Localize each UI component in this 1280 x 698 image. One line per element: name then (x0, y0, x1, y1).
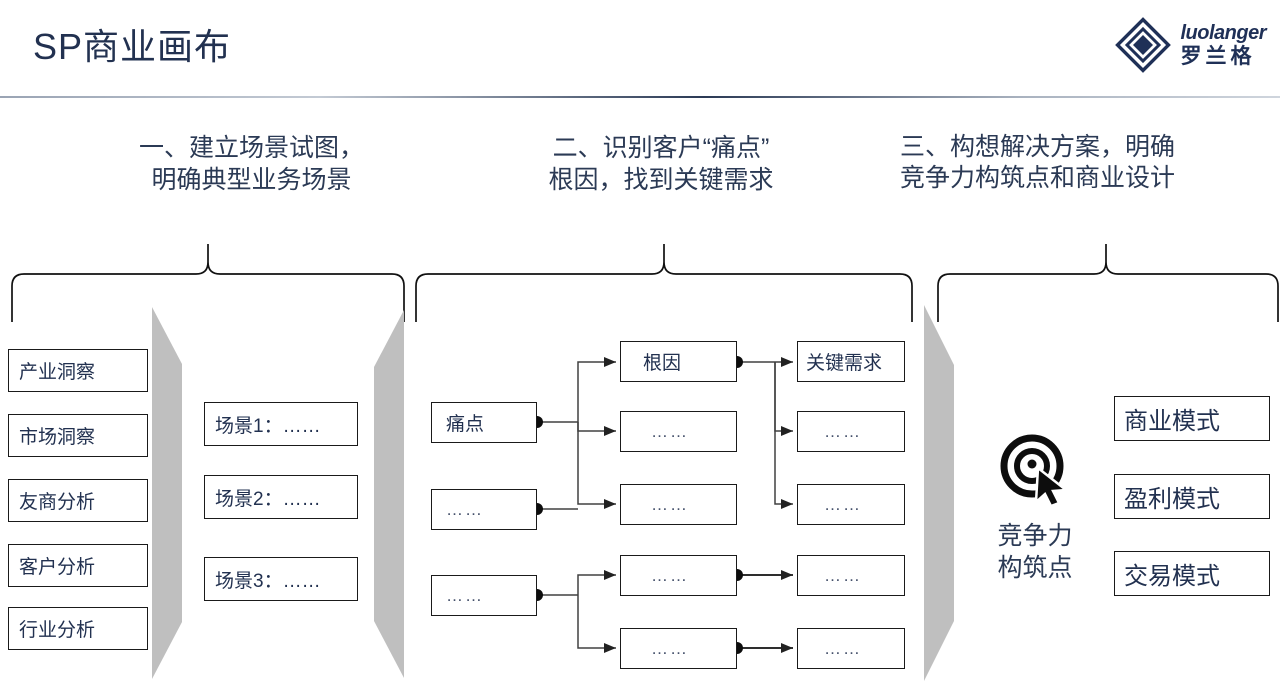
key-need-box-4[interactable]: …… (797, 555, 905, 596)
right-item-label: 交易模式 (1124, 563, 1220, 590)
pain-point-label: …… (446, 499, 484, 519)
scenario-label: 场景2：…… (215, 488, 321, 510)
root-cause-box-3[interactable]: …… (620, 484, 737, 525)
key-need-label: …… (824, 421, 862, 441)
left-item-market-insight[interactable]: 市场洞察 (8, 414, 148, 457)
root-cause-label: …… (651, 421, 689, 441)
left-item-customer-analysis[interactable]: 客户分析 (8, 544, 148, 587)
left-item-label: 市场洞察 (19, 427, 96, 448)
right-item-profit-model[interactable]: 盈利模式 (1114, 474, 1270, 519)
left-item-sector-analysis[interactable]: 行业分析 (8, 607, 148, 650)
right-item-label: 商业模式 (1124, 408, 1220, 435)
root-cause-label: …… (651, 565, 689, 585)
scenario-label: 场景3：…… (215, 570, 321, 592)
brace-section-one (10, 244, 410, 324)
target-cursor-icon (998, 432, 1072, 508)
page-title: SP商业画布 (33, 26, 232, 67)
diamond-logo-icon (1115, 17, 1172, 73)
left-item-label: 行业分析 (19, 620, 96, 641)
root-cause-box-5[interactable]: …… (620, 628, 737, 669)
pain-point-box-3[interactable]: …… (431, 575, 537, 616)
key-need-label: …… (824, 494, 862, 514)
left-item-label: 产业洞察 (19, 362, 96, 383)
logo-text-en: luolanger (1180, 22, 1266, 44)
competitiveness-label: 竞争力 构筑点 (997, 522, 1073, 582)
section-heading-one: 一、建立场景试图， 明确典型业务场景 (138, 134, 364, 194)
root-cause-box-1[interactable]: 根因 (620, 341, 737, 382)
key-need-label: …… (824, 565, 862, 585)
slide-header: SP商业画布 luolanger 罗兰格 (0, 0, 1280, 98)
key-need-box-1[interactable]: 关键需求 (797, 341, 905, 382)
root-cause-label: …… (651, 638, 689, 658)
scenario-label: 场景1：…… (215, 415, 321, 437)
left-item-label: 友商分析 (19, 492, 96, 513)
chevron-separator-left (152, 307, 196, 679)
key-need-label: …… (824, 638, 862, 658)
pain-point-label: 痛点 (446, 414, 485, 435)
brand-logo: luolanger 罗兰格 (1115, 14, 1266, 76)
key-need-box-5[interactable]: …… (797, 628, 905, 669)
section-heading-two: 二、识别客户“痛点” 根因，找到关键需求 (548, 134, 774, 194)
pain-point-label: …… (446, 585, 484, 605)
section-heading-three: 三、构想解决方案，明确 竞争力构筑点和商业设计 (900, 133, 1176, 192)
right-item-business-model[interactable]: 商业模式 (1114, 396, 1270, 441)
left-item-label: 客户分析 (19, 557, 96, 578)
logo-text-cn: 罗兰格 (1180, 45, 1256, 68)
brace-section-two (414, 244, 918, 324)
scenario-box-3[interactable]: 场景3：…… (204, 557, 358, 601)
chevron-separator-right (920, 305, 970, 681)
left-item-industry-insight[interactable]: 产业洞察 (8, 349, 148, 392)
chevron-separator-mid (374, 310, 422, 678)
right-item-label: 盈利模式 (1124, 486, 1220, 513)
scenario-box-1[interactable]: 场景1：…… (204, 402, 358, 446)
key-need-label: 关键需求 (806, 353, 883, 374)
root-cause-box-4[interactable]: …… (620, 555, 737, 596)
root-cause-label: 根因 (643, 353, 682, 374)
root-cause-box-2[interactable]: …… (620, 411, 737, 452)
root-cause-label: …… (651, 494, 689, 514)
left-item-competitor-analysis[interactable]: 友商分析 (8, 479, 148, 522)
pain-point-box-2[interactable]: …… (431, 489, 537, 530)
key-need-box-3[interactable]: …… (797, 484, 905, 525)
logo-wordmark: luolanger 罗兰格 (1180, 23, 1266, 67)
right-item-transaction-model[interactable]: 交易模式 (1114, 551, 1270, 596)
pain-point-box-1[interactable]: 痛点 (431, 402, 537, 443)
header-divider (0, 96, 1280, 98)
brace-section-three (936, 244, 1280, 324)
key-need-box-2[interactable]: …… (797, 411, 905, 452)
scenario-box-2[interactable]: 场景2：…… (204, 475, 358, 519)
